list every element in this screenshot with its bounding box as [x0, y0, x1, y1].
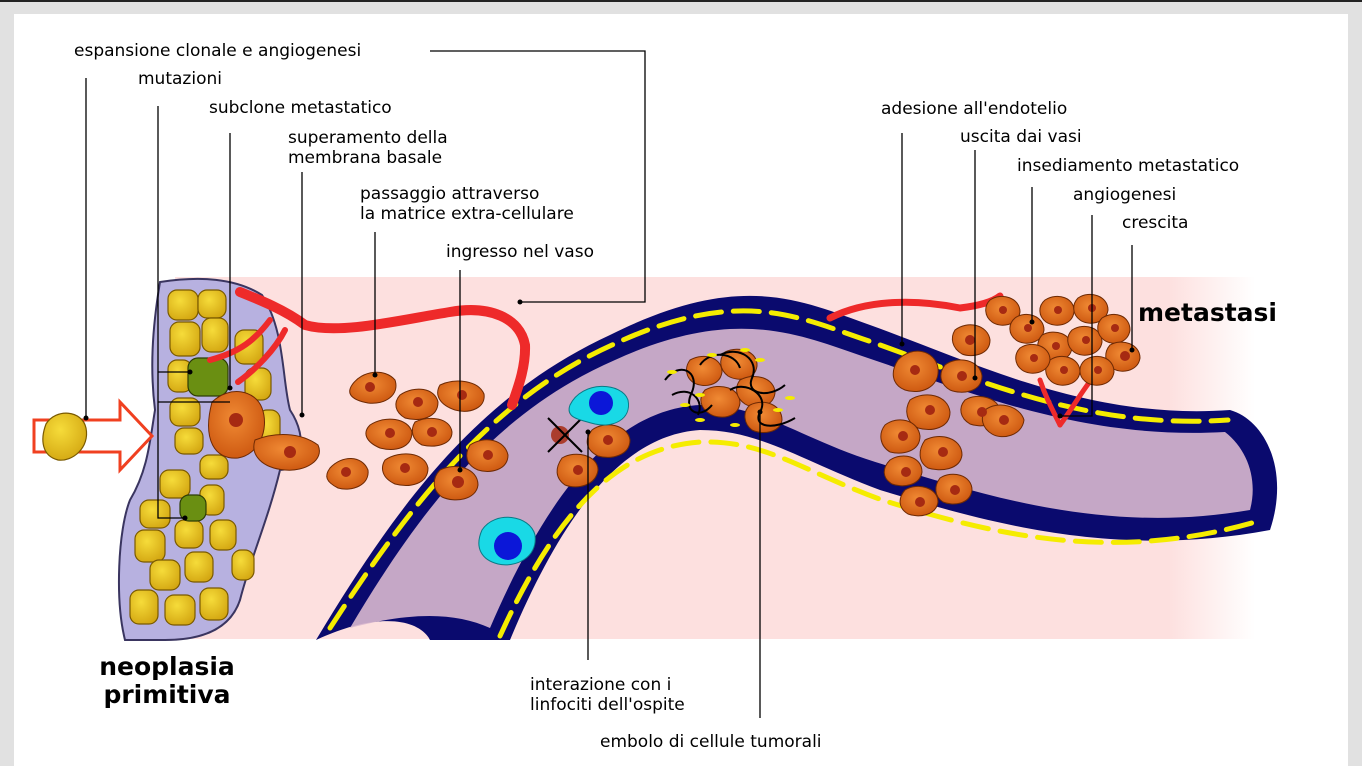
label-passaggio-1: passaggio attraverso: [360, 184, 539, 204]
label-ingresso-vaso: ingresso nel vaso: [446, 242, 594, 262]
label-uscita-vasi: uscita dai vasi: [960, 127, 1082, 147]
title-primitiva: primitiva: [88, 680, 246, 709]
label-adesione-endotelio: adesione all'endotelio: [881, 99, 1067, 119]
label-subclone-metastatico: subclone metastatico: [209, 98, 392, 118]
label-embolo: embolo di cellule tumorali: [600, 732, 822, 752]
label-mutazioni: mutazioni: [138, 69, 222, 89]
label-passaggio-2: la matrice extra-cellulare: [360, 204, 574, 224]
label-superamento-1: superamento della: [288, 128, 448, 148]
label-espansione-clonale: espansione clonale e angiogenesi: [74, 41, 361, 61]
title-neoplasia: neoplasia: [88, 652, 246, 681]
label-interazione-2: linfociti dell'ospite: [530, 695, 685, 715]
label-interazione-1: interazione con i: [530, 675, 671, 695]
title-metastasi: metastasi: [1138, 298, 1277, 327]
label-superamento-2: membrana basale: [288, 148, 442, 168]
label-insediamento: insediamento metastatico: [1017, 156, 1239, 176]
label-angiogenesi: angiogenesi: [1073, 185, 1176, 205]
label-crescita: crescita: [1122, 213, 1188, 233]
